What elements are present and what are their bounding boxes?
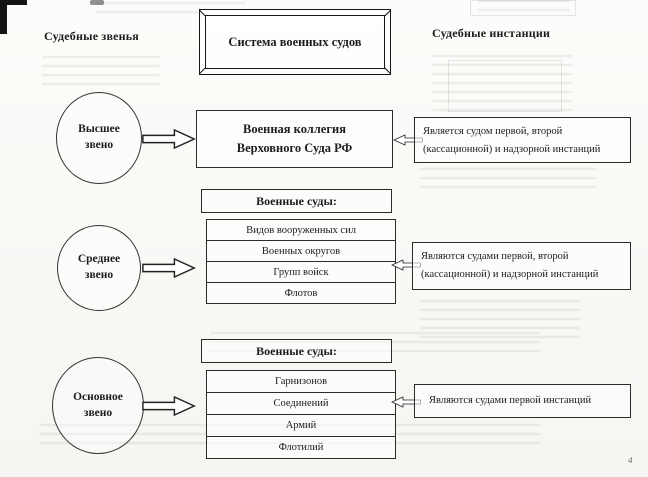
- page-mark: 4: [626, 454, 633, 466]
- bleedthrough-artifact: [478, 0, 570, 12]
- scan-ink-artifact: [0, 0, 27, 5]
- level-circle-middle: Среднее звено: [57, 225, 141, 311]
- scan-ink-artifact: [90, 0, 104, 5]
- bleedthrough-artifact: [42, 56, 160, 90]
- court-row: Соединений: [206, 392, 396, 415]
- bleedthrough-artifact: [448, 60, 562, 112]
- title-box: Система военных судов: [199, 9, 391, 75]
- level-circle-bottom-label: Основное звено: [73, 390, 123, 419]
- military-courts-header-bottom: Военные суды:: [201, 339, 392, 363]
- instance-box-top: Является судом первой, второй (кассацион…: [414, 117, 631, 163]
- instance-box-bottom: Являются судами первой инстанций: [414, 384, 631, 418]
- court-row: Групп войск: [206, 261, 396, 283]
- bleedthrough-artifact: [470, 0, 576, 16]
- court-row: Армий: [206, 414, 396, 437]
- level-circle-bottom: Основное звено: [52, 357, 144, 454]
- court-row: Флотов: [206, 282, 396, 304]
- bleedthrough-artifact: [432, 55, 572, 113]
- diagram-title: Система военных судов: [205, 15, 385, 69]
- court-row: Военных округов: [206, 240, 396, 262]
- bevel-line: [384, 10, 391, 17]
- right-column-header: Судебные инстанции: [432, 26, 551, 40]
- level-circle-middle-label: Среднее звено: [77, 253, 121, 281]
- bleedthrough-artifact: [420, 300, 580, 338]
- collegium-label: Военная коллегия Верховного Суда РФ: [236, 122, 353, 155]
- collegium-box: Военная коллегия Верховного Суда РФ: [196, 110, 393, 168]
- military-courts-header-middle: Военные суды:: [201, 189, 392, 213]
- court-row: Флотилий: [206, 436, 396, 459]
- bleedthrough-artifact: [420, 168, 596, 194]
- right-arrow-icon: [142, 396, 195, 416]
- military-courts-list-bottom: Гарнизонов Соединений Армий Флотилий: [206, 370, 396, 459]
- court-row: Гарнизонов: [206, 370, 396, 393]
- right-arrow-icon: [142, 129, 195, 149]
- right-arrow-icon: [142, 258, 195, 278]
- left-column-header: Судебные звенья: [44, 29, 139, 43]
- level-circle-top-label: Высшее звено: [78, 123, 120, 151]
- bevel-line: [384, 67, 391, 74]
- instance-box-middle: Являются судами первой, второй (кассацио…: [412, 242, 631, 290]
- court-row: Видов вооруженных сил: [206, 219, 396, 241]
- military-courts-list-middle: Видов вооруженных сил Военных округов Гр…: [206, 219, 396, 304]
- level-circle-top: Высшее звено: [56, 92, 142, 184]
- scan-ink-artifact: [0, 0, 7, 34]
